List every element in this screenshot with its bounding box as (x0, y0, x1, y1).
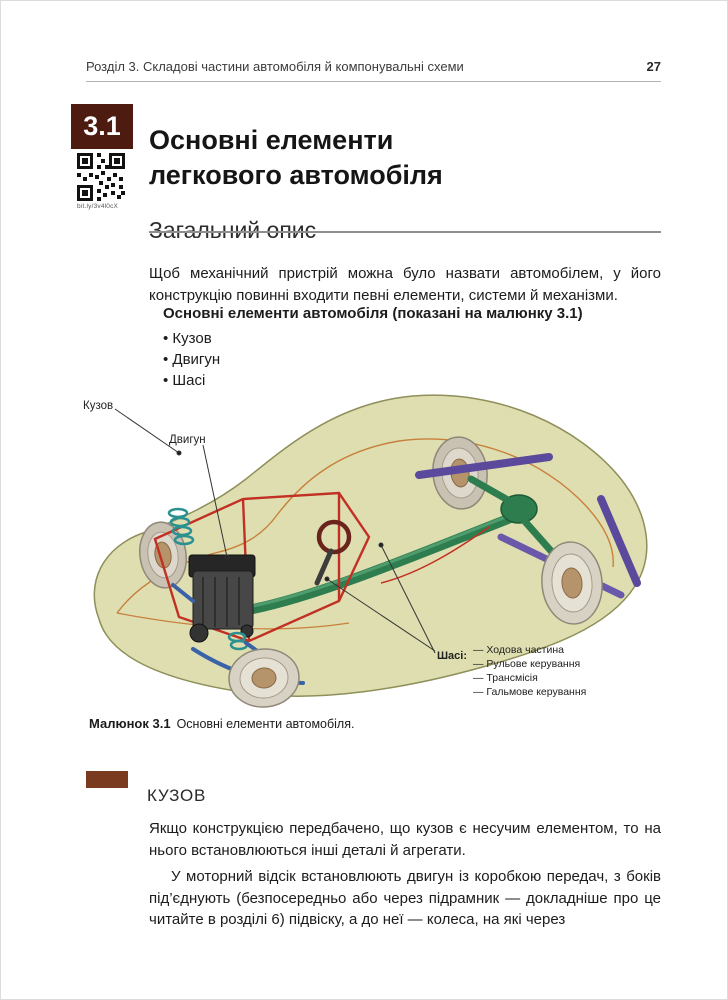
steering-wheel (314, 519, 352, 586)
figure-label-engine: Двигун (169, 434, 206, 446)
kuzov-heading: КУЗОВ (147, 786, 207, 805)
list-item: Кузов (163, 329, 583, 348)
figure-caption-label: Малюнок 3.1 (89, 716, 171, 731)
figure-label-chassis: Шасі: (437, 650, 467, 662)
chassis-item: — Рульове керування (473, 658, 580, 670)
chassis-item: — Трансмісія (473, 672, 538, 684)
chassis-item: — Гальмове керування (473, 686, 586, 698)
figure-3-1: Кузов Двигун Шасі: — Ходова частина — Ру… (81, 387, 666, 715)
kuzov-paragraph-2: У моторний відсік встановлюють двигун із… (149, 868, 661, 928)
page-header: Розділ 3. Складові частини автомобіля й … (86, 59, 661, 74)
figure-caption: Малюнок 3.1 Основні елементи автомобіля. (89, 716, 354, 731)
running-header: Розділ 3. Складові частини автомобіля й … (86, 59, 464, 74)
section-number-badge: 3.1 (71, 104, 133, 149)
section-marker-icon (86, 771, 128, 788)
intro-paragraph: Щоб механічний пристрій можна було назва… (149, 265, 661, 304)
kuzov-paragraph-1: Якщо конструкцією передбачено, що кузов … (149, 820, 661, 859)
qr-code-icon (77, 153, 125, 201)
list-item: Двигун (163, 350, 583, 369)
figure-label-body: Кузов (83, 400, 113, 412)
front-right-wheel (228, 648, 300, 708)
figure-caption-text: Основні елементи автомобіля. (176, 717, 355, 731)
callout-lines (114, 408, 436, 654)
suspension-springs (167, 507, 249, 651)
qr-link-text: bit.ly/3v4l0cX (77, 203, 119, 210)
engine-block (188, 554, 256, 643)
elements-list: Основні елементи автомобіля (показані на… (163, 304, 583, 390)
section-title-line2: легкового автомобіля (149, 160, 443, 191)
overview-divider (149, 231, 661, 233)
rear-right-wheel (541, 541, 603, 625)
list-item: Шасі (163, 371, 583, 390)
header-divider (86, 81, 661, 82)
elements-list-title: Основні елементи автомобіля (показані на… (163, 305, 583, 322)
section-title: Основні елементи легкового автомобіля (149, 123, 443, 193)
page-number: 27 (646, 59, 661, 74)
overview-heading: Загальний опис (149, 217, 317, 244)
chassis-item: — Ходова частина (473, 644, 564, 656)
section-title-line1: Основні елементи (149, 125, 394, 156)
